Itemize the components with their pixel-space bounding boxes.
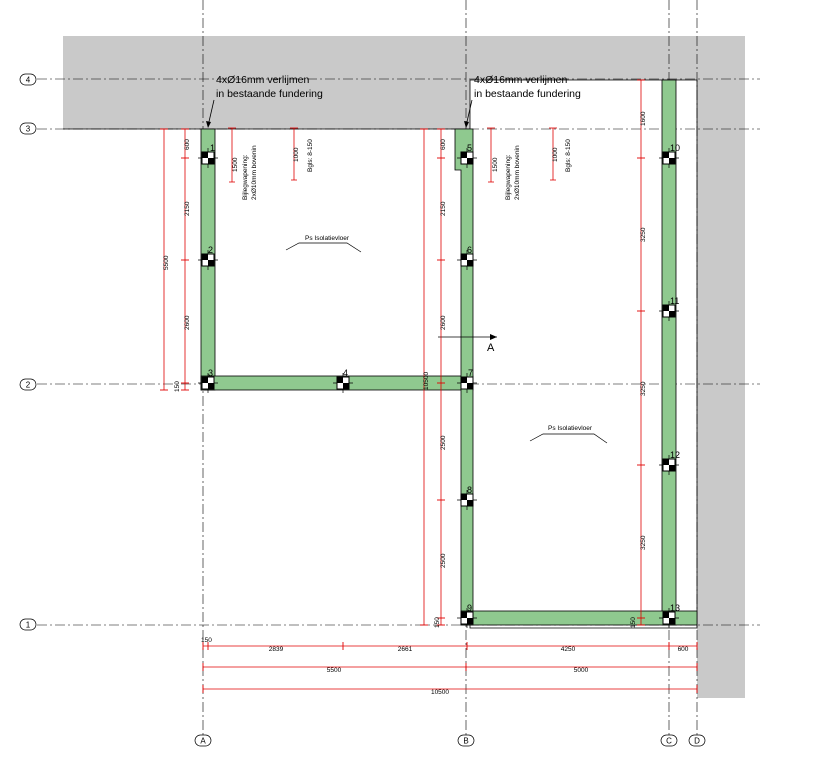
len-1500-left: 1500 bbox=[232, 157, 239, 172]
len-1000-right: 1000 bbox=[552, 147, 559, 162]
len-1000-left: 1000 bbox=[293, 147, 300, 162]
pile-label: 5 bbox=[467, 143, 472, 153]
dim-a-150: 150 bbox=[174, 381, 181, 392]
pile-1: 1 bbox=[198, 143, 218, 168]
dim-a-600: 600 bbox=[184, 139, 191, 150]
dimension-ticks bbox=[160, 79, 698, 693]
grid-label-3: 3 bbox=[26, 125, 31, 134]
grid-bubble-a bbox=[194, 734, 212, 747]
dim-b-2600: 2600 bbox=[440, 315, 447, 330]
dim-h-150: 150 bbox=[201, 637, 212, 644]
dimension-texts: 600 2150 2600 150 5500 600 2150 2600 250… bbox=[163, 111, 689, 696]
floor-label-left: Ps Isolatievloer bbox=[305, 235, 350, 242]
foundation-beams bbox=[200, 79, 698, 626]
pile-4: 4 bbox=[333, 368, 353, 393]
dim-b-2500b: 2500 bbox=[440, 553, 447, 568]
grid-bubble-1 bbox=[19, 618, 37, 631]
pile-label: 11 bbox=[670, 296, 679, 306]
pile-6: 6 bbox=[457, 245, 477, 270]
anchor-note-right: 4xØ16mm verlijmen in bestaande fundering bbox=[464, 74, 581, 128]
grid-bubble-c bbox=[660, 734, 678, 747]
floor-span-left: Ps Isolatievloer bbox=[285, 235, 362, 253]
dim-c-3250b: 3250 bbox=[640, 381, 647, 396]
dim-h-2661: 2661 bbox=[398, 646, 413, 653]
piles: 1 2 3 4 5 6 7 bbox=[198, 143, 680, 628]
pile-label: 12 bbox=[670, 450, 680, 460]
grid-label-b: B bbox=[463, 737, 468, 746]
dim-h-5000: 5000 bbox=[574, 667, 589, 674]
section-marker-a: A bbox=[438, 334, 497, 354]
dim-b-10500: 10500 bbox=[423, 372, 430, 390]
rebar-notes-left: 1500 Bijlegwapening: 2xØ10mm bovenin 100… bbox=[228, 127, 314, 200]
grid-label-4: 4 bbox=[26, 76, 31, 85]
dim-b-2500a: 2500 bbox=[440, 435, 447, 450]
pile-3: 3 bbox=[198, 368, 218, 393]
pile-label: 10 bbox=[670, 143, 680, 153]
pile-label: 2 bbox=[208, 245, 213, 255]
grid-bubble-b bbox=[457, 734, 475, 747]
pile-label: 7 bbox=[468, 368, 473, 378]
pile-9: 9 bbox=[457, 603, 477, 628]
extra-rebar-left-line2: 2xØ10mm bovenin bbox=[251, 145, 258, 200]
extra-rebar-right-line1: Bijlegwapening: bbox=[505, 154, 512, 200]
anchor-note-left-line1: 4xØ16mm verlijmen bbox=[216, 74, 310, 86]
dim-h-5500: 5500 bbox=[327, 667, 342, 674]
pile-label: 6 bbox=[467, 245, 472, 255]
pile-label: 3 bbox=[208, 368, 213, 378]
pile-label: 4 bbox=[343, 368, 348, 378]
grid-bubble-3 bbox=[19, 122, 37, 135]
stirrups-right: Bgls: 8-150 bbox=[565, 139, 572, 172]
pile-5: 5 bbox=[457, 143, 477, 168]
dim-b-150: 150 bbox=[434, 617, 441, 628]
dim-h-2839: 2839 bbox=[269, 646, 284, 653]
grid-bubble-d bbox=[688, 734, 706, 747]
stirrups-left: Bgls: 8-150 bbox=[307, 139, 314, 172]
dim-h-4250: 4250 bbox=[561, 646, 576, 653]
dim-h-600: 600 bbox=[678, 646, 689, 653]
extra-rebar-right-line2: 2xØ10mm bovenin bbox=[514, 145, 521, 200]
grid-label-c: C bbox=[666, 737, 672, 746]
grid-bubble-2 bbox=[19, 378, 37, 391]
floor-label-right: Ps Isolatievloer bbox=[548, 425, 593, 432]
grid-label-d: D bbox=[694, 737, 700, 746]
dim-c-3250a: 3250 bbox=[640, 227, 647, 242]
dim-c-3250c: 3250 bbox=[640, 535, 647, 550]
existing-foundation-area bbox=[63, 36, 745, 698]
pile-label: 1 bbox=[210, 143, 215, 153]
dim-a-2600: 2600 bbox=[184, 315, 191, 330]
section-label: A bbox=[487, 342, 495, 354]
pile-label: 9 bbox=[467, 603, 472, 613]
pile-13: 13 bbox=[659, 603, 680, 628]
grid-label-a: A bbox=[200, 737, 206, 746]
dim-c-1600: 1600 bbox=[640, 111, 647, 126]
rebar-notes-right: 1500 Bijlegwapening: 2xØ10mm bovenin 100… bbox=[487, 127, 572, 200]
pile-2: 2 bbox=[198, 245, 218, 270]
pile-10: 10 bbox=[659, 143, 680, 168]
grid-label-1: 1 bbox=[26, 621, 31, 630]
dimension-lines bbox=[163, 80, 697, 690]
dim-b-2150: 2150 bbox=[440, 201, 447, 216]
pile-8: 8 bbox=[457, 485, 477, 510]
pile-label: 8 bbox=[467, 485, 472, 495]
grid-label-2: 2 bbox=[26, 381, 31, 390]
len-1500-right: 1500 bbox=[492, 157, 499, 172]
pile-12: 12 bbox=[659, 450, 680, 475]
anchor-note-left: 4xØ16mm verlijmen in bestaande fundering bbox=[206, 74, 323, 128]
pile-7: 7 bbox=[457, 368, 477, 393]
grid-bubble-4 bbox=[19, 73, 37, 86]
anchor-note-right-line2: in bestaande fundering bbox=[474, 88, 581, 100]
dim-a-5500: 5500 bbox=[163, 255, 170, 270]
pile-label: 13 bbox=[670, 603, 680, 613]
anchor-note-left-line2: in bestaande fundering bbox=[216, 88, 323, 100]
dim-b-600: 600 bbox=[440, 139, 447, 150]
dim-a-2150: 2150 bbox=[184, 201, 191, 216]
grid-bubbles: 4 3 2 1 A B C D bbox=[19, 73, 706, 747]
dim-c-150: 150 bbox=[630, 617, 637, 628]
extra-rebar-left-line1: Bijlegwapening: bbox=[242, 154, 249, 200]
dim-h-10500: 10500 bbox=[431, 689, 449, 696]
pile-11: 11 bbox=[659, 296, 679, 321]
floor-span-right: Ps Isolatievloer bbox=[529, 425, 608, 444]
anchor-note-right-line1: 4xØ16mm verlijmen bbox=[474, 74, 568, 86]
